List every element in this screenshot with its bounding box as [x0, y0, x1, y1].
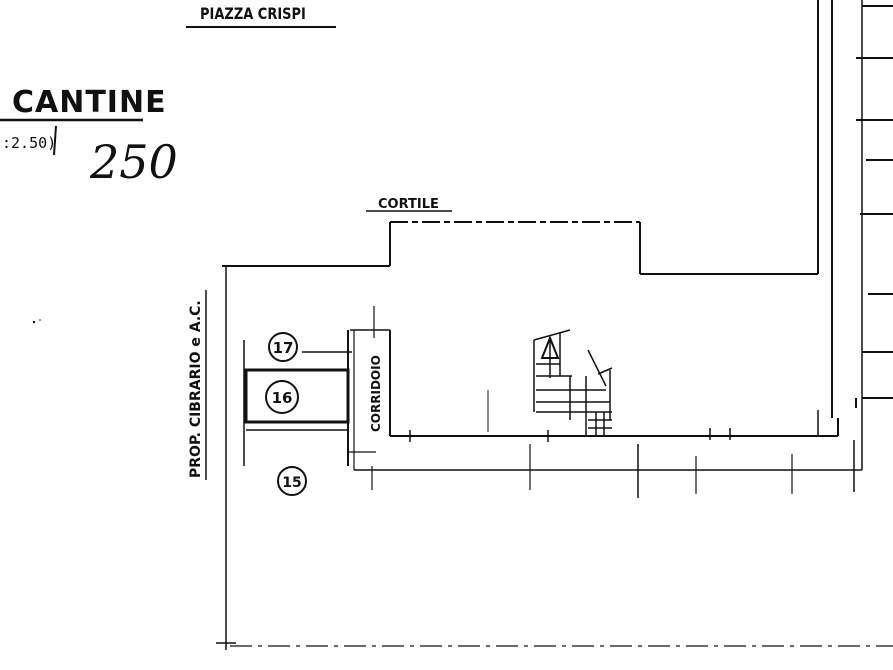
staircase: [533, 329, 613, 436]
speck: [32, 320, 36, 324]
room-16-number: 16: [272, 389, 293, 407]
handwritten-number: 250: [89, 135, 178, 189]
room-17: 17: [268, 332, 298, 362]
room-17-number: 17: [273, 339, 294, 357]
cellar-block: [243, 306, 391, 470]
corridor-walls: [354, 390, 862, 498]
room-16: 16: [265, 380, 299, 414]
scale-text: :2.50): [2, 134, 56, 152]
speck: [39, 319, 41, 321]
room-15: 15: [277, 466, 307, 496]
plan-title: CANTINE: [12, 85, 167, 120]
room-15-number: 15: [282, 475, 301, 491]
courtyard-label: CORTILE: [378, 197, 439, 212]
outer-walls: [205, 266, 893, 650]
right-building-walls: [222, 0, 893, 470]
corridor-label: CORRIDOIO: [369, 355, 383, 432]
side-label: PROP. CIBRARIO e A.C.: [188, 300, 204, 478]
street-label: PIAZZA CRISPI: [200, 6, 306, 23]
scale-bracket: [53, 125, 57, 156]
